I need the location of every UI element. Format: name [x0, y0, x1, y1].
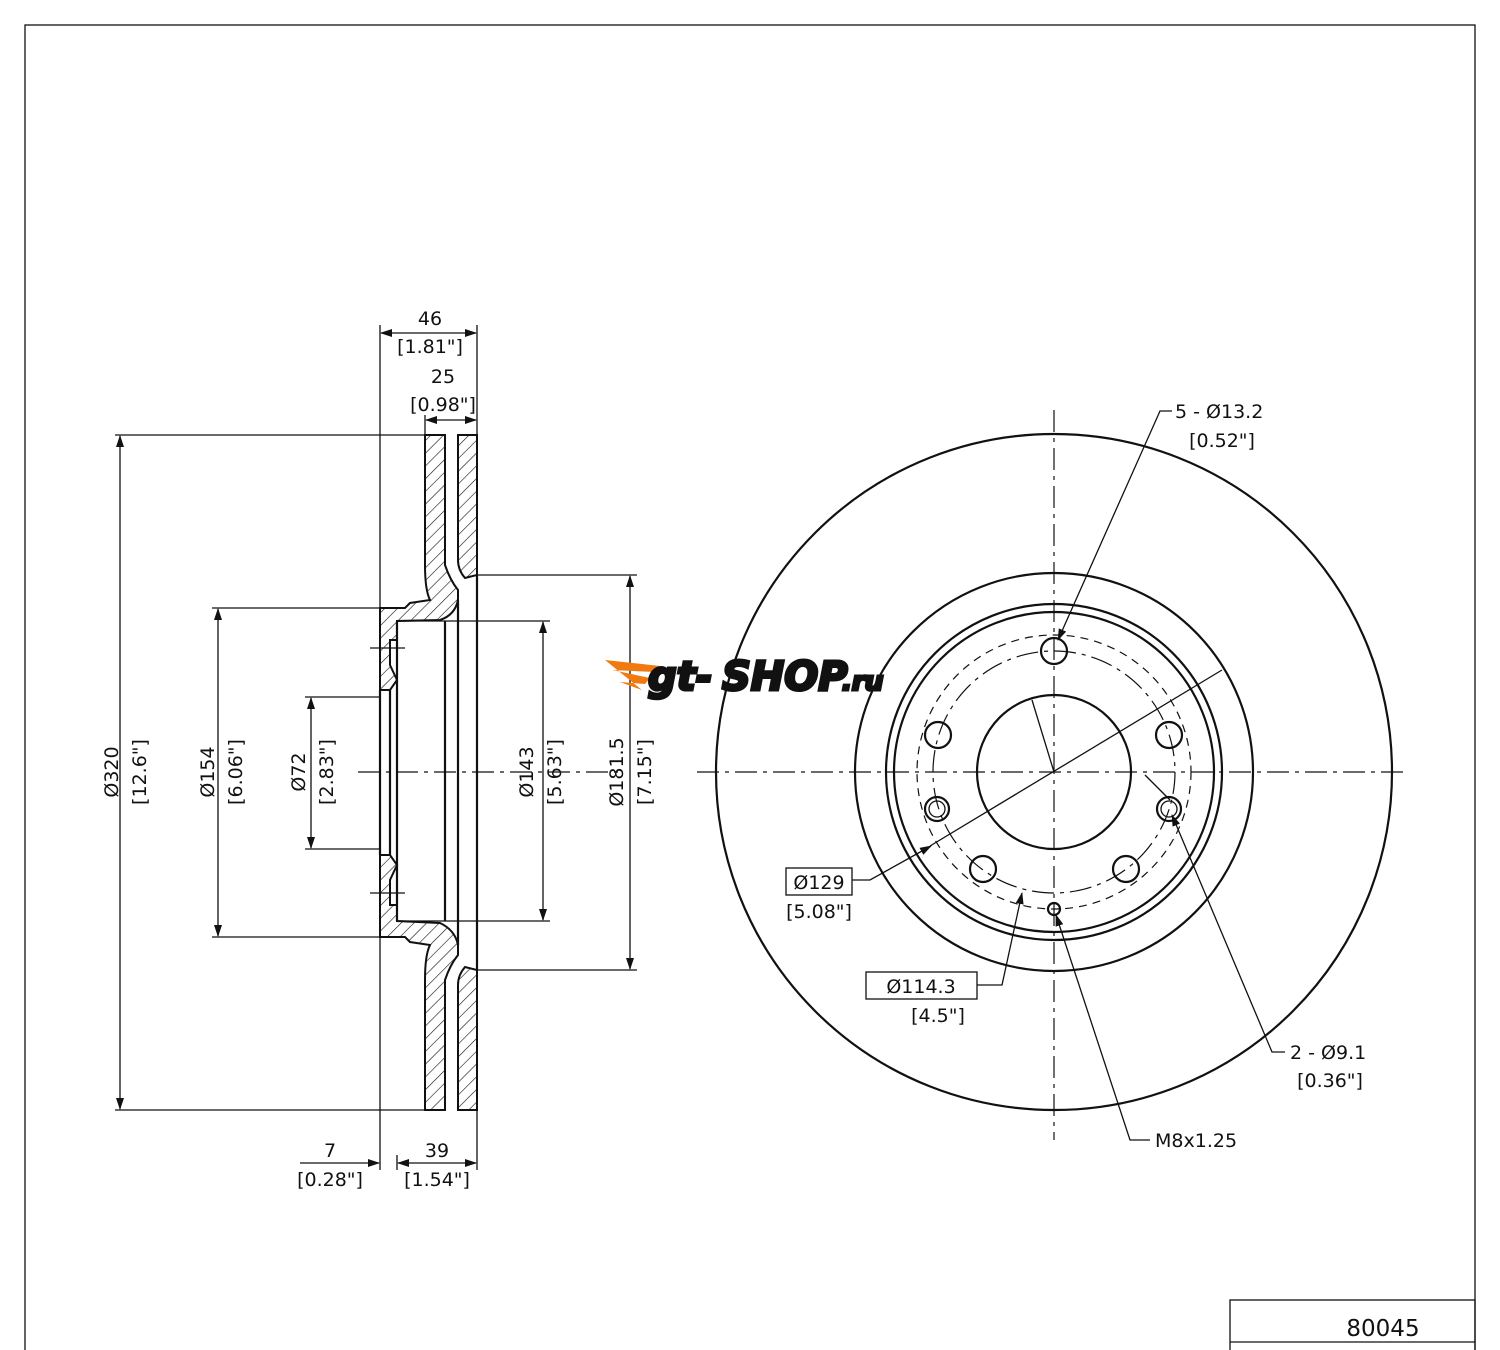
- front-view: 5 - Ø13.2 [0.52"] Ø129 [5.08"] Ø114.3 [4…: [697, 401, 1407, 1152]
- label-pin-holes: 2 - Ø9.1: [1290, 1042, 1366, 1064]
- dim-181-5: Ø181.5: [606, 737, 628, 806]
- dim-320-in: [12.6"]: [129, 739, 151, 805]
- dim-25-in: [0.98"]: [410, 394, 476, 416]
- dim-143-in: [5.63"]: [544, 739, 566, 805]
- dim-39: 39: [425, 1140, 449, 1162]
- dim-25: 25: [431, 366, 455, 388]
- bolt-holes: [923, 636, 1184, 884]
- label-114-3-in: [4.5"]: [911, 1005, 965, 1027]
- bolt-hole: [1111, 854, 1141, 884]
- dim-7-in: [0.28"]: [297, 1169, 363, 1191]
- pin-holes: [923, 795, 1183, 823]
- dim-7: 7: [324, 1140, 336, 1162]
- dim-181-5-in: [7.15"]: [634, 739, 656, 805]
- label-pin-holes-in: [0.36"]: [1297, 1070, 1363, 1092]
- dim-39-in: [1.54"]: [404, 1169, 470, 1191]
- bolt-hole: [1154, 720, 1184, 750]
- label-thread: M8x1.25: [1155, 1130, 1237, 1152]
- dim-46: 46: [418, 308, 442, 330]
- dim-154: Ø154: [197, 746, 219, 797]
- svg-text:.ru: .ru: [842, 667, 883, 697]
- threaded-hole: [1046, 901, 1062, 917]
- bolt-hole: [968, 854, 998, 884]
- gt-shop-logo: gt- SHOP .ru: [605, 653, 885, 702]
- part-number: 80045: [1346, 1316, 1419, 1342]
- title-block: 80045: [1229, 1299, 1476, 1350]
- bolt-hole: [1039, 636, 1069, 666]
- label-114-3: Ø114.3: [886, 976, 955, 998]
- svg-text:SHOP: SHOP: [722, 654, 848, 700]
- label-bolt-holes: 5 - Ø13.2: [1175, 401, 1263, 423]
- label-bolt-holes-in: [0.52"]: [1189, 430, 1255, 452]
- dim-143: Ø143: [516, 746, 538, 797]
- drawing-border: [24, 24, 1476, 1350]
- label-129-in: [5.08"]: [786, 901, 852, 923]
- dim-154-in: [6.06"]: [225, 739, 247, 805]
- dim-72-in: [2.83"]: [316, 739, 338, 805]
- label-129: Ø129: [793, 872, 844, 894]
- dim-72: Ø72: [288, 752, 310, 791]
- side-view-section: 46 [1.81"] 25 [0.98"] Ø320 [12.6"] Ø154 [6…: [101, 308, 656, 1191]
- bolt-hole: [923, 720, 953, 750]
- dim-46-in: [1.81"]: [397, 336, 463, 358]
- svg-text:gt-: gt-: [648, 654, 712, 700]
- dim-320: Ø320: [101, 746, 123, 797]
